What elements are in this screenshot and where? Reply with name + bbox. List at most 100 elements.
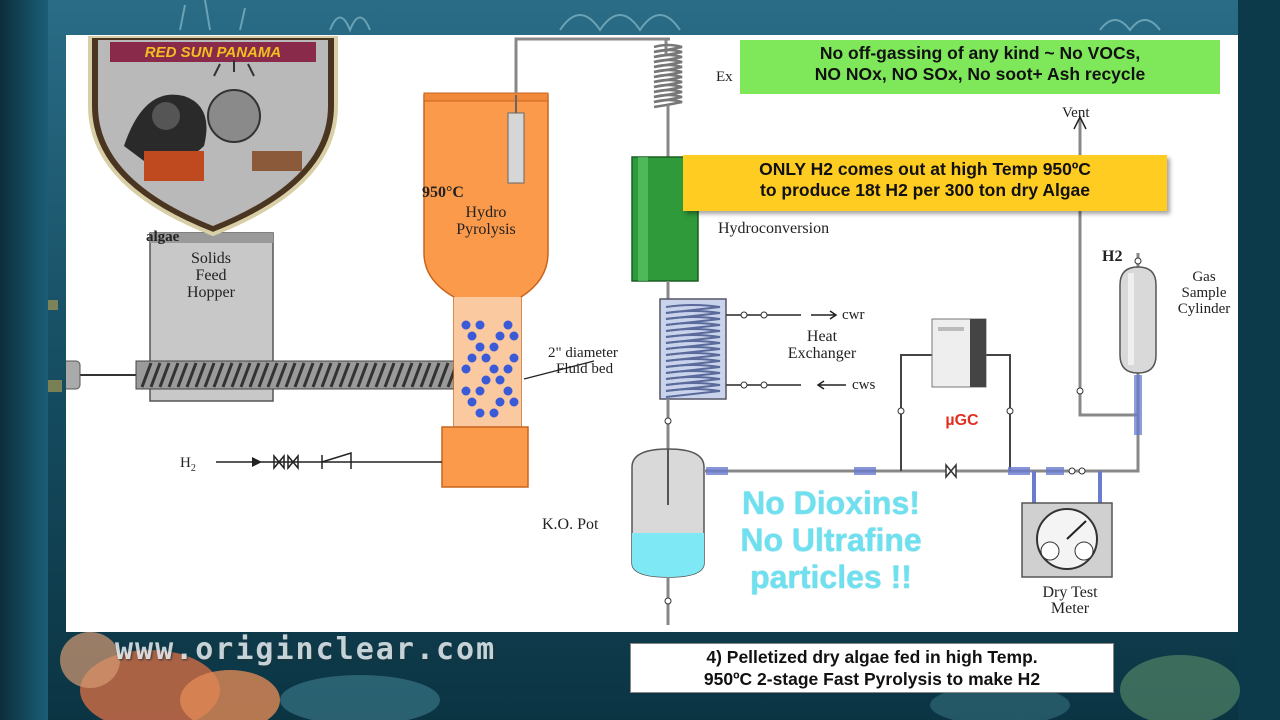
website-url: www.originclear.com — [115, 632, 497, 667]
heat-exchanger-label-2: Exchanger — [788, 345, 857, 362]
heat-exchanger-label-1: Heat — [807, 328, 838, 345]
fluid-bed-bubbles — [461, 320, 519, 418]
auger-thread — [284, 362, 297, 388]
process-piping — [514, 37, 670, 93]
bubble — [509, 331, 519, 341]
auger-thread — [239, 362, 252, 388]
auger-thread — [329, 362, 342, 388]
fluid-bed-callout: 2" diameter Fluid bed — [523, 345, 618, 380]
auger-thread — [140, 362, 153, 388]
bubble — [475, 386, 485, 396]
auger-thread — [176, 362, 189, 388]
dry-test-label-2: Meter — [1051, 600, 1090, 617]
auger-thread — [194, 362, 207, 388]
hopper-label-1: Solids — [191, 250, 231, 267]
bubble — [489, 408, 499, 418]
logo-text: RED SUN PANAMA — [145, 44, 281, 61]
bubble — [481, 375, 491, 385]
caption-line-1: 4) Pelletized dry algae fed in high Temp… — [706, 647, 1038, 667]
bubble — [489, 364, 499, 374]
bubble — [503, 364, 513, 374]
bubble — [495, 397, 505, 407]
h2-output-callout: ONLY H2 comes out at high Temp 950ºC to … — [683, 155, 1167, 211]
auger-thread — [419, 362, 432, 388]
bubble — [503, 320, 513, 330]
gas-sample-label-2: Sample — [1182, 285, 1227, 301]
auger-thread — [266, 362, 279, 388]
auger-thread — [392, 362, 405, 388]
auger-thread — [401, 362, 414, 388]
auger-thread — [167, 362, 180, 388]
heat-exchanger: cwr cws Heat Exchanger — [659, 298, 875, 400]
auger-thread — [356, 362, 369, 388]
coil-turn — [653, 98, 683, 109]
auger-thread — [203, 362, 216, 388]
auger-thread — [230, 362, 243, 388]
h2-callout-line-1: ONLY H2 comes out at high Temp 950ºC — [759, 159, 1091, 179]
auger-thread — [185, 362, 198, 388]
hopper-label-3: Hopper — [187, 284, 236, 301]
hx-coil-turn — [665, 388, 721, 398]
screw-auger — [66, 360, 459, 390]
auger-thread — [320, 362, 333, 388]
auger-thread — [212, 362, 225, 388]
hydroconversion-label: Hydroconversion — [718, 220, 829, 237]
dioxins-line-2: No Ultrafine — [740, 521, 922, 558]
temperature-label: 950°C — [422, 184, 464, 201]
algae-label: algae — [146, 229, 180, 245]
h2-out-label: H2 — [1102, 248, 1122, 265]
bubble — [467, 353, 477, 363]
bubble — [481, 353, 491, 363]
ko-pot-label: K.O. Pot — [542, 516, 599, 533]
cwr-label: cwr — [842, 307, 865, 323]
auger-thread — [293, 362, 306, 388]
bubble — [495, 375, 505, 385]
bubble — [509, 353, 519, 363]
red-sun-panama-logo: RED SUN PANAMA — [88, 36, 338, 236]
auger-thread — [149, 362, 162, 388]
bubble — [503, 386, 513, 396]
coral-decoration — [60, 632, 1240, 720]
gas-sample-cylinder: H2 Gas Sample Cylinder — [1102, 248, 1230, 435]
auger-thread — [338, 362, 351, 388]
fluid-bed-label-2: Fluid bed — [556, 361, 614, 377]
bubble — [509, 397, 519, 407]
bubble — [467, 397, 477, 407]
hydro-pyrolysis-reactor: 950°C Hydro Pyrolysis — [422, 92, 549, 488]
vent-label: Vent — [1062, 105, 1090, 121]
reactor-label-2: Pyrolysis — [456, 221, 516, 238]
auger-thread — [383, 362, 396, 388]
auger-thread — [428, 362, 441, 388]
auger-thread — [311, 362, 324, 388]
dioxins-line-1: No Dioxins! — [742, 485, 920, 521]
emissions-callout-line-2: NO NOx, NO SOx, No soot+ Ash recycle — [814, 64, 1146, 84]
emissions-callout-line-1: No off-gassing of any kind ~ No VOCs, — [819, 43, 1141, 63]
auger-thread — [410, 362, 423, 388]
slide-caption: 4) Pelletized dry algae fed in high Temp… — [630, 643, 1114, 693]
h2-inlet-line: H2 — [180, 451, 442, 474]
emissions-callout: No off-gassing of any kind ~ No VOCs, NO… — [740, 40, 1220, 94]
top-coil-exchanger: Ex — [653, 43, 733, 109]
ugc-label: µGC — [945, 412, 979, 429]
h2-callout-line-2: to produce 18t H2 per 300 ton dry Algae — [760, 180, 1090, 200]
auger-thread — [257, 362, 270, 388]
gas-sample-label-1: Gas — [1192, 269, 1215, 285]
bubble — [461, 320, 471, 330]
bubble — [475, 342, 485, 352]
h2-inlet-label: H2 — [180, 455, 196, 474]
dry-test-label-1: Dry Test — [1042, 584, 1098, 601]
bubble — [461, 364, 471, 374]
bubble — [495, 331, 505, 341]
auger-thread — [275, 362, 288, 388]
auger-thread — [437, 362, 450, 388]
micro-gas-chromatograph: µGC — [931, 318, 987, 429]
bubble — [489, 342, 499, 352]
dry-test-meter: Dry Test Meter — [1021, 471, 1113, 617]
bubble — [475, 408, 485, 418]
exchanger-top-label: Ex — [716, 69, 733, 85]
reactor-label-1: Hydro — [466, 204, 507, 221]
dioxins-line-3: particles !! — [750, 558, 912, 595]
fluid-bed-label-1: 2" diameter — [548, 345, 618, 361]
bubble — [461, 386, 471, 396]
